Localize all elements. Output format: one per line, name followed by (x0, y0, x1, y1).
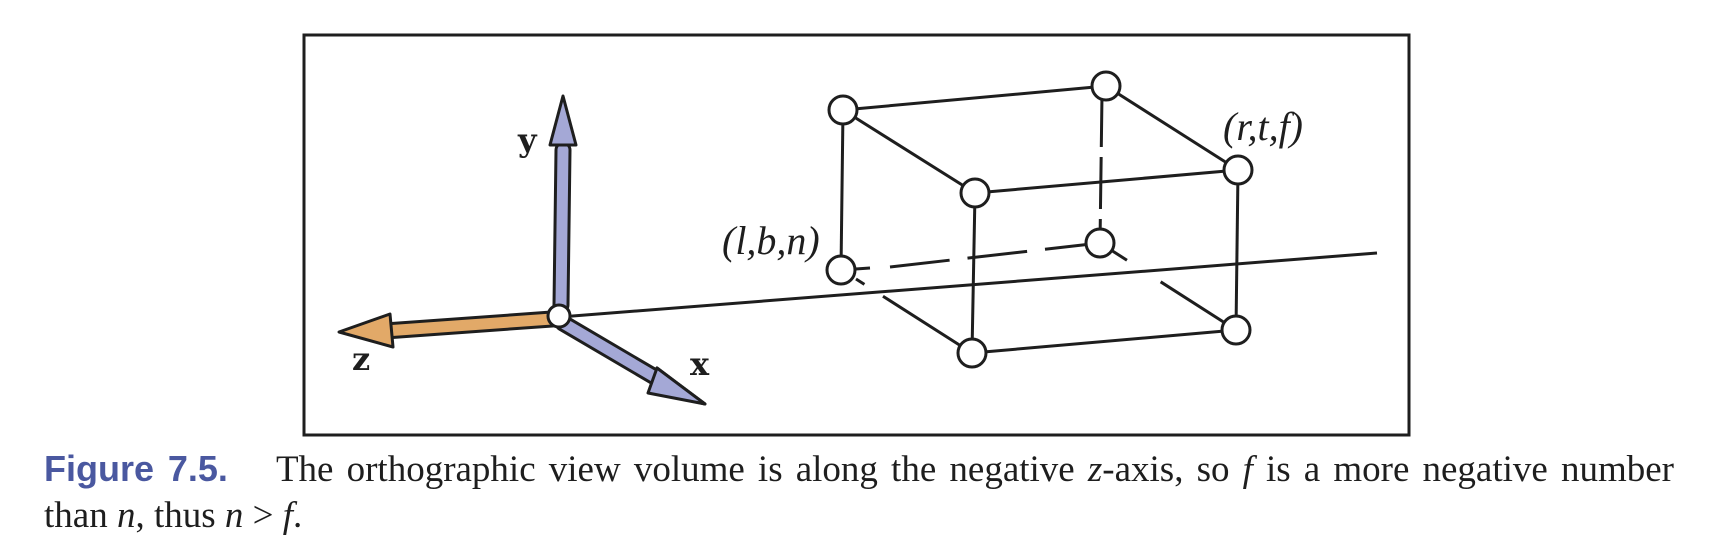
caption-text: , thus (135, 495, 225, 536)
caption-var-z: z (1087, 449, 1103, 490)
box-vertices (825, 70, 1254, 369)
caption-text: > (243, 495, 283, 536)
x-axis-label: x (690, 345, 710, 383)
caption-var-n: n (116, 495, 136, 536)
caption-text: The orthographic view volume is along th… (275, 449, 1088, 490)
orthographic-view-volume-diagram: y z x (l,b,n) (r,t,f) (302, 33, 1411, 437)
vertex-top-near-left (827, 94, 859, 126)
z-axis-arrow (337, 310, 561, 349)
x-axis-arrow (554, 314, 707, 406)
far-corner-label: (r,t,f) (1223, 104, 1303, 149)
caption-var-f: f (282, 495, 294, 536)
vertex-top-far-left (1090, 70, 1122, 102)
near-corner-label: (l,b,n) (722, 218, 820, 263)
figure-caption: Figure 7.5. The orthographic view volume … (44, 446, 1674, 539)
vertex-bottom-back (1084, 227, 1116, 259)
caption-text: is a more negative number than (44, 449, 1674, 536)
z-axis-label: z (352, 340, 370, 378)
caption-text: . (293, 495, 303, 536)
vertex-near-corner (825, 254, 857, 286)
vertex-far-corner (1222, 154, 1254, 186)
vertex-top-near-right (959, 177, 991, 209)
figure-frame (302, 33, 1411, 437)
figure-number: Figure 7.5. (44, 448, 228, 489)
caption-var-f: f (1242, 449, 1253, 490)
vertex-bottom-far-right (1220, 314, 1252, 346)
caption-text: -axis, so (1102, 449, 1243, 490)
origin-point (546, 303, 572, 329)
caption-var-n: n (224, 495, 244, 536)
view-volume-box (839, 84, 1240, 355)
view-direction-line (559, 251, 1378, 319)
y-axis-label: y (517, 121, 538, 159)
vertex-bottom-near-right (956, 337, 988, 369)
y-axis-arrow (548, 94, 578, 314)
